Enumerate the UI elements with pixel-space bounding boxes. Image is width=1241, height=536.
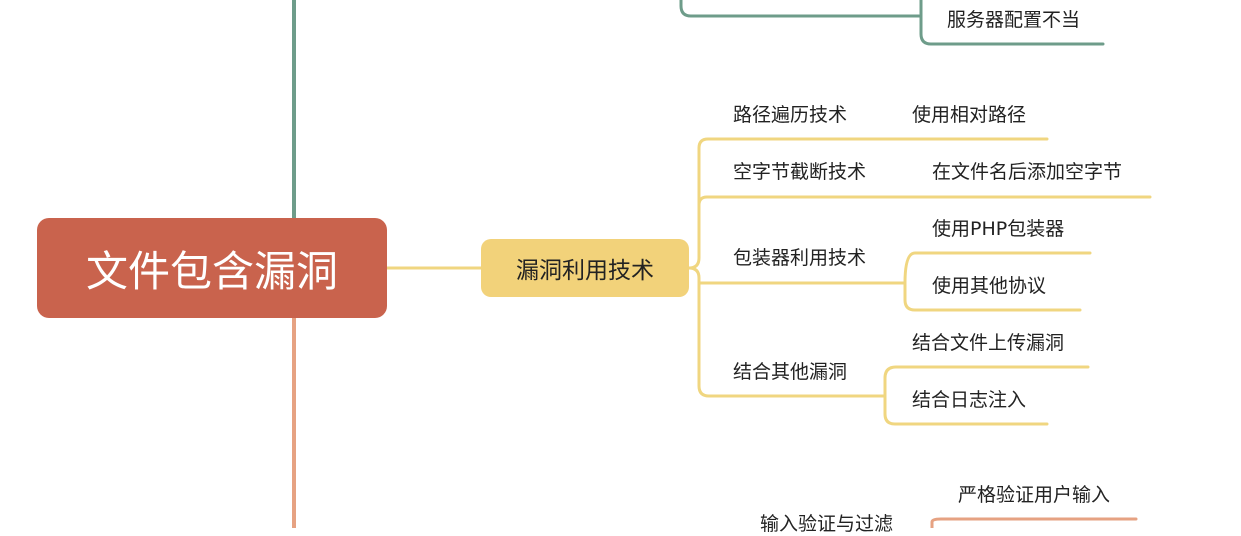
- combine-sub-lines: [883, 365, 1090, 426]
- leaf-relative-path: 使用相对路径: [912, 104, 1027, 126]
- item-wrapper: 包装器利用技术: [733, 247, 867, 269]
- wrapper-sub-lines: [903, 251, 1092, 312]
- root-node: 文件包含漏洞: [37, 218, 387, 318]
- leaf-other-protocols: 使用其他协议: [932, 275, 1047, 297]
- leaf-php-wrapper: 使用PHP包装器: [932, 218, 1065, 240]
- leaf-log-injection: 结合日志注入: [912, 389, 1027, 411]
- leaf-strict-validation: 严格验证用户输入: [958, 484, 1111, 506]
- top-leaf: 服务器配置不当: [947, 9, 1081, 31]
- item-path-traversal: 路径遍历技术: [733, 104, 848, 126]
- item-null-byte: 空字节截断技术: [733, 161, 867, 183]
- leaf-file-upload: 结合文件上传漏洞: [912, 332, 1065, 354]
- root-label: 文件包含漏洞: [85, 246, 338, 296]
- branch-label: 漏洞利用技术: [516, 258, 654, 284]
- branch-item-lines: [687, 137, 1152, 398]
- branch-node: 漏洞利用技术: [481, 239, 689, 297]
- bottom-branch-lines: [930, 517, 1138, 528]
- item-combine: 结合其他漏洞: [733, 361, 848, 383]
- leaf-null-byte-append: 在文件名后添加空字节: [932, 161, 1123, 183]
- top-branch-lines: [679, 0, 1105, 46]
- item-input-validation: 输入验证与过滤: [760, 513, 894, 535]
